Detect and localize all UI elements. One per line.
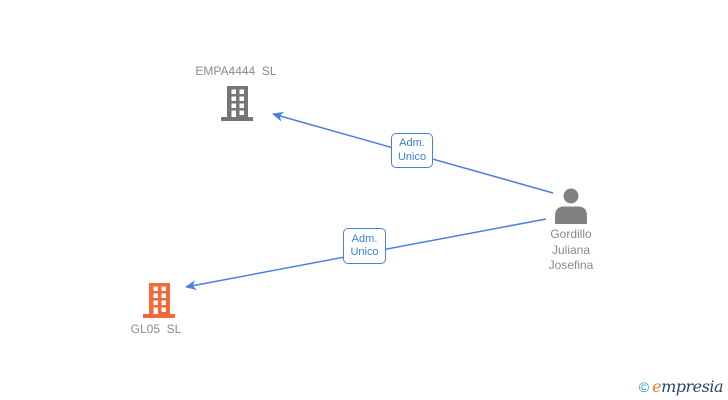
copyright-icon: © (638, 379, 650, 395)
person-icon (555, 188, 587, 224)
relationship-label-adm-unico-top[interactable]: Adm. Unico (391, 133, 433, 168)
company-node-empa4444[interactable] (220, 86, 254, 126)
building-icon (143, 283, 175, 318)
person-node-gordillo[interactable] (553, 188, 589, 229)
relationship-label-adm-unico-bottom[interactable]: Adm. Unico (343, 228, 386, 264)
person-name-line2: Juliana (551, 242, 591, 257)
relationship-label-line2: Unico (350, 246, 379, 258)
relationship-label-line1: Adm. (351, 232, 378, 245)
company-node-gl05[interactable] (142, 283, 176, 323)
brand-first-letter: e (652, 377, 662, 396)
person-name-line1: Gordillo (550, 227, 592, 241)
person-name-line3: Josefina (548, 258, 594, 272)
empresia-brand-text: empresia (652, 377, 723, 396)
relationship-label-line1: Adm. (399, 137, 425, 149)
person-label-gordillo[interactable]: Gordillo Juliana Josefina (511, 227, 631, 274)
empresia-logo[interactable]: © empresia (638, 377, 724, 396)
brand-rest: mpresia (661, 377, 723, 396)
relationship-label-line2: Unico (397, 150, 427, 163)
company-label-gl05[interactable]: GL05 SL (130, 322, 182, 336)
building-icon (221, 86, 253, 121)
company-label-empa4444[interactable]: EMPA4444 SL (195, 64, 277, 78)
